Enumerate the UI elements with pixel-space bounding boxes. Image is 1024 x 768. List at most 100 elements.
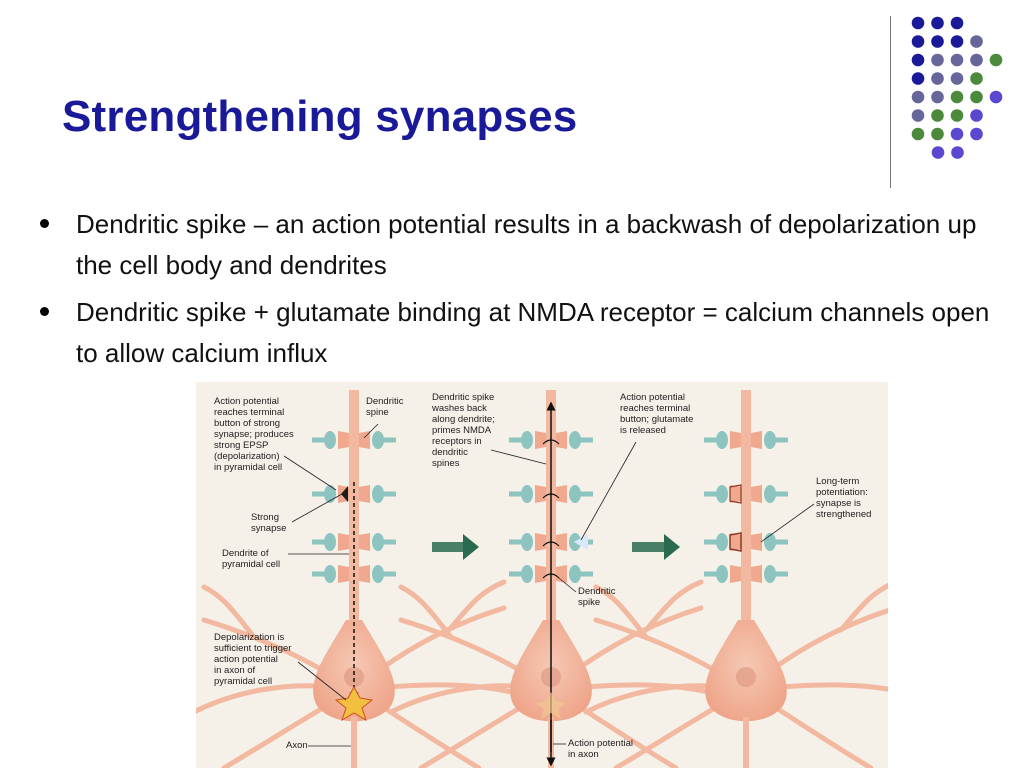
apical-dendrite — [741, 390, 751, 655]
transition-arrow-head — [664, 534, 680, 560]
dendrite-branch — [763, 607, 888, 677]
decorative-dot — [970, 127, 983, 141]
label-action-potential-terminal-line: (depolarization) — [214, 451, 279, 462]
axon — [743, 717, 749, 768]
terminal-button — [716, 565, 728, 583]
label-dendritic-spike-line: spike — [578, 597, 600, 608]
label-action-potential-terminal-line: strong EPSP — [214, 440, 268, 451]
axon-terminal — [579, 437, 593, 443]
dendrite-branch — [369, 697, 482, 768]
dendrite-branch — [446, 579, 507, 633]
axon-terminal — [704, 539, 718, 545]
dendritic-spine — [338, 533, 349, 551]
decorative-dot — [950, 72, 964, 85]
decorative-dot — [931, 90, 944, 104]
axon-terminal — [579, 491, 593, 497]
dendritic-spine — [338, 565, 349, 583]
label-dendritic-spine-line: Dendritic — [366, 396, 404, 407]
bullet-dot-icon — [40, 219, 49, 228]
axon-terminal — [312, 491, 326, 497]
dendritic-spine — [359, 431, 370, 449]
axon-terminal — [704, 571, 718, 577]
dendritic-spine — [556, 533, 567, 551]
decorative-dot — [911, 72, 925, 85]
axon-terminal — [579, 571, 593, 577]
decorative-dot — [950, 16, 964, 30]
terminal-button — [324, 565, 336, 583]
label-action-potential-terminal-line: synapse; produces — [214, 429, 294, 440]
axon-terminal — [704, 437, 718, 443]
terminal-button — [372, 431, 384, 449]
terminal-button — [372, 565, 384, 583]
dendritic-spine — [556, 565, 567, 583]
decorative-dot — [950, 53, 964, 67]
label-depolarization-line: sufficient to trigger — [214, 643, 291, 654]
label-depolarization-line: Depolarization is — [214, 632, 284, 643]
dendrite-branch — [838, 582, 888, 633]
axon-terminal — [382, 437, 396, 443]
pyramidal-neuron — [196, 390, 522, 768]
glutamate-release-mark — [574, 534, 588, 550]
action-potential-burst — [536, 692, 566, 719]
decorative-dot — [931, 109, 944, 122]
leader-line — [283, 455, 337, 491]
terminal-button — [569, 565, 581, 583]
label-axon-line: Axon — [286, 740, 308, 751]
axon-terminal — [382, 571, 396, 577]
dendrite-branch — [613, 697, 731, 768]
decorative-dot — [989, 90, 1003, 104]
terminal-button — [716, 431, 728, 449]
decorative-dot — [911, 90, 925, 104]
decorative-dot — [951, 146, 964, 159]
label-action-potential-terminal-line: button of strong — [214, 418, 280, 429]
leader-line — [490, 449, 547, 465]
axon-terminal — [774, 571, 788, 577]
decorative-dot — [911, 16, 925, 30]
terminal-button — [716, 485, 728, 503]
decorative-dot — [970, 109, 983, 122]
label-dendrite-of-pyramidal-cell-line: pyramidal cell — [222, 559, 280, 570]
bullet-text: Dendritic spike + glutamate binding at N… — [76, 297, 990, 368]
terminal-button — [372, 485, 384, 503]
nucleus — [344, 667, 364, 687]
label-depolarization-line: action potential — [214, 654, 278, 665]
dendrite-branch — [568, 605, 704, 677]
leader-line — [297, 661, 347, 701]
terminal-button — [372, 533, 384, 551]
label-depolarization-line: in axon of — [214, 665, 256, 676]
dendritic-spine — [359, 485, 370, 503]
action-potential-burst — [334, 685, 374, 722]
axon-terminal — [312, 437, 326, 443]
dendritic-spine — [556, 431, 567, 449]
terminal-button — [764, 485, 776, 503]
label-long-term-potentiation-line: strengthened — [816, 509, 871, 520]
label-action-potential-terminal-line: Action potential — [214, 396, 279, 407]
label-dendritic-spike-washes-back-line: dendritic — [432, 447, 468, 458]
decorative-dot — [950, 35, 964, 48]
strengthened-synapse-mark — [729, 484, 742, 504]
dendritic-spine — [556, 485, 567, 503]
axon-terminal — [509, 571, 523, 577]
transition-arrow-shaft — [432, 542, 463, 552]
label-action-potential-in-axon-line: Action potential — [568, 738, 633, 749]
terminal-button — [764, 565, 776, 583]
dendrite-branch — [593, 584, 649, 640]
strengthened-synapse-mark — [729, 532, 742, 552]
axon-terminal — [312, 539, 326, 545]
decorative-dot — [970, 53, 983, 67]
label-dendritic-spine-line: spine — [366, 407, 389, 418]
decorative-dot — [931, 35, 944, 48]
dendritic-spine — [535, 431, 546, 449]
decorative-dot — [950, 127, 964, 141]
decorative-dot — [950, 109, 964, 122]
terminal-button — [324, 533, 336, 551]
axon-terminal — [509, 437, 523, 443]
